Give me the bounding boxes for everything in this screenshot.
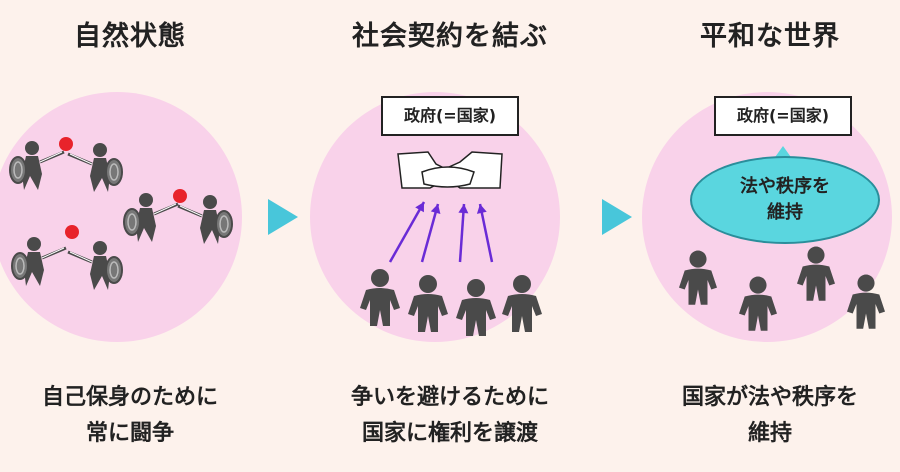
person-icon xyxy=(456,279,496,336)
bubble-line: 法や秩序を xyxy=(740,176,830,197)
fighting-scene xyxy=(9,137,233,290)
panel-caption: 自己保身のために 常に闘争 xyxy=(0,380,280,452)
government-box: 政府(=国家) xyxy=(714,96,852,136)
speech-bubble: 法や秩序を 維持 xyxy=(690,156,880,244)
person-icon xyxy=(739,276,777,331)
upward-arrows xyxy=(388,201,494,263)
panel-peaceful-world: 平和な世界 政府(=国家) 法や秩序を 維持 国家が法や秩序を 維持 xyxy=(640,0,900,472)
panel-state-of-nature: 自然状態 自己保身のために 常に闘争 xyxy=(0,0,260,472)
contract-scene xyxy=(360,151,542,336)
handshake-icon xyxy=(397,151,503,189)
person-icon xyxy=(847,274,885,329)
caption-line: 国家が法や秩序を xyxy=(681,385,858,410)
panel-title: 社会契約を結ぶ xyxy=(352,21,548,52)
arrow-up-icon xyxy=(476,203,494,263)
caption-line: 争いを避けるために xyxy=(350,385,549,410)
person-icon xyxy=(679,250,717,305)
arrow-up-icon xyxy=(458,203,469,263)
fighter-icon xyxy=(123,193,179,242)
fighter-icon xyxy=(9,141,65,190)
panel-title: 自然状態 xyxy=(74,21,186,52)
caption-line: 維持 xyxy=(747,421,792,446)
spark-icon xyxy=(173,189,187,203)
person-icon xyxy=(502,275,542,332)
panel-caption: 争いを避けるために 国家に権利を譲渡 xyxy=(290,380,610,452)
person-icon xyxy=(797,246,835,301)
person-icon xyxy=(408,275,448,332)
flow-arrow-icon xyxy=(602,199,632,235)
panel-title: 平和な世界 xyxy=(700,21,840,52)
fighter-icon xyxy=(67,143,123,192)
bubble-line: 維持 xyxy=(767,202,803,223)
caption-line: 常に闘争 xyxy=(85,421,174,446)
caption-line: 自己保身のために xyxy=(41,385,218,410)
fighter-icon xyxy=(11,237,67,286)
panel-social-contract: 社会契約を結ぶ 政府(=国家) 争いを避けるために 国家に権利を譲渡 xyxy=(310,0,590,472)
spark-icon xyxy=(59,137,73,151)
panel-caption: 国家が法や秩序を 維持 xyxy=(620,380,900,452)
fighter-icon xyxy=(177,195,233,244)
spark-icon xyxy=(65,225,79,239)
caption-line: 国家に権利を譲渡 xyxy=(361,421,538,446)
circle-background xyxy=(0,92,242,342)
person-icon xyxy=(360,269,400,326)
government-box: 政府(=国家) xyxy=(381,96,519,136)
fighter-icon xyxy=(67,241,123,290)
flow-arrow-icon xyxy=(268,199,298,235)
peace-scene xyxy=(679,246,885,331)
arrow-up-icon xyxy=(420,203,441,263)
arrow-up-icon xyxy=(388,201,426,263)
